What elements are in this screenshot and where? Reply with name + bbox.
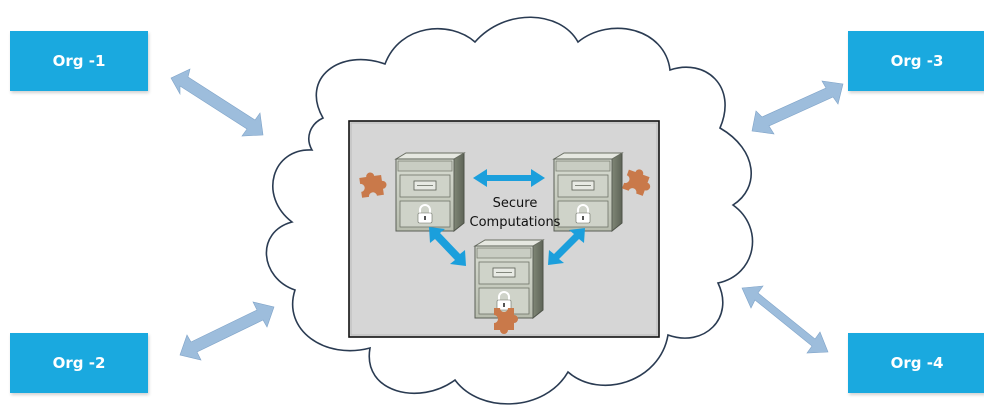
org-3-box: Org -3 (848, 31, 984, 91)
arrow-org3-cloud (751, 80, 844, 135)
org-2-box: Org -2 (10, 333, 148, 393)
org-1-label: Org -1 (52, 52, 106, 70)
arrow-org2-cloud (179, 301, 275, 361)
arrow-org1-cloud (170, 68, 264, 137)
org-3-label: Org -3 (890, 52, 944, 70)
server-cabinet-icon (395, 152, 465, 232)
org-2-label: Org -2 (52, 354, 106, 372)
secure-computations-line-1: Secure (492, 196, 538, 211)
secure-computations-line-2: Computations (469, 215, 561, 230)
arrow-cabinet-top (473, 169, 545, 187)
secure-computations-label: Secure Computations (460, 194, 570, 232)
arrow-cabinet-left (429, 227, 466, 266)
server-cabinet-icon (474, 239, 544, 319)
org-4-label: Org -4 (890, 354, 944, 372)
arrow-org4-cloud (741, 285, 829, 354)
org-4-box: Org -4 (848, 333, 984, 393)
org-1-box: Org -1 (10, 31, 148, 91)
arrow-cabinet-right (548, 228, 585, 265)
